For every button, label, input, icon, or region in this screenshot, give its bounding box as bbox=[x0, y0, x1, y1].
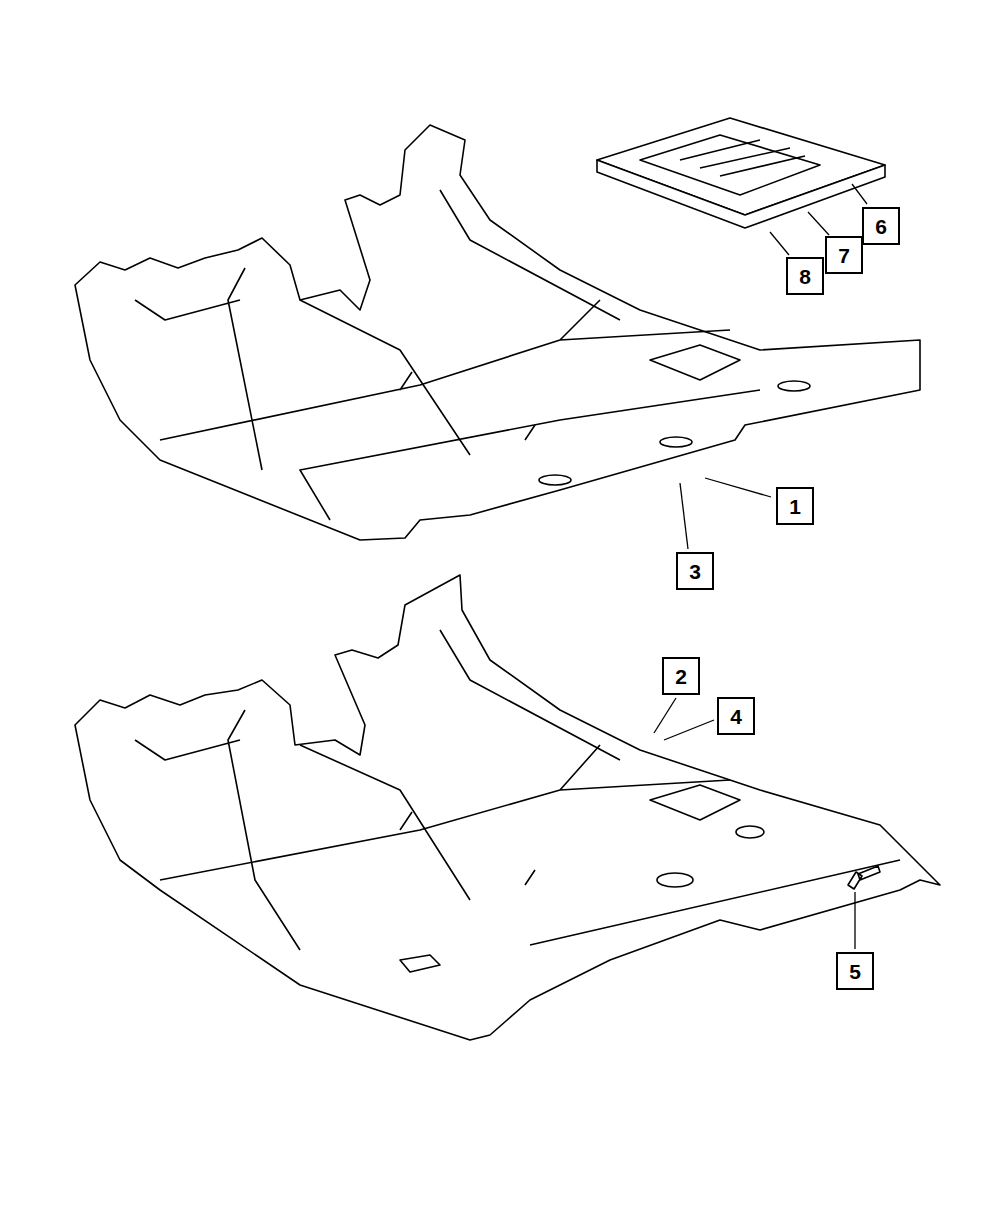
callout-number: 4 bbox=[730, 706, 742, 727]
callout-number: 3 bbox=[689, 561, 701, 582]
carpet-detail bbox=[135, 630, 900, 972]
leader-line bbox=[854, 892, 855, 949]
leader-line bbox=[770, 232, 789, 255]
floor-mat bbox=[680, 140, 805, 176]
callout-box: 2 bbox=[662, 657, 700, 695]
callout-box: 1 bbox=[776, 487, 814, 525]
push-pin bbox=[848, 866, 880, 889]
leader-line bbox=[654, 698, 676, 733]
carpet-hole bbox=[657, 873, 693, 887]
carpet-hole bbox=[660, 437, 692, 447]
carpet-outline bbox=[75, 575, 940, 1040]
callout-box: 3 bbox=[676, 552, 714, 590]
leader-line bbox=[664, 720, 714, 740]
carpet-hole bbox=[778, 381, 810, 391]
leader-line bbox=[705, 478, 771, 497]
callout-number: 2 bbox=[675, 666, 687, 687]
carpet-hole bbox=[539, 475, 571, 485]
callout-number: 7 bbox=[838, 245, 850, 266]
leader-line bbox=[680, 483, 688, 549]
leader-line bbox=[808, 212, 829, 235]
callout-box: 6 bbox=[862, 207, 900, 245]
callout-box: 5 bbox=[836, 952, 874, 990]
mat-box bbox=[597, 118, 885, 215]
callout-box: 4 bbox=[717, 697, 755, 735]
callout-number: 8 bbox=[799, 266, 811, 287]
carpet-hole bbox=[736, 826, 764, 838]
callout-box: 7 bbox=[825, 236, 863, 274]
callout-number: 1 bbox=[789, 496, 801, 517]
leader-line bbox=[852, 184, 867, 204]
carpet-detail bbox=[135, 190, 760, 520]
callout-box: 8 bbox=[786, 257, 824, 295]
floor-mat bbox=[640, 135, 820, 195]
callout-number: 6 bbox=[875, 216, 887, 237]
callout-number: 5 bbox=[849, 961, 861, 982]
